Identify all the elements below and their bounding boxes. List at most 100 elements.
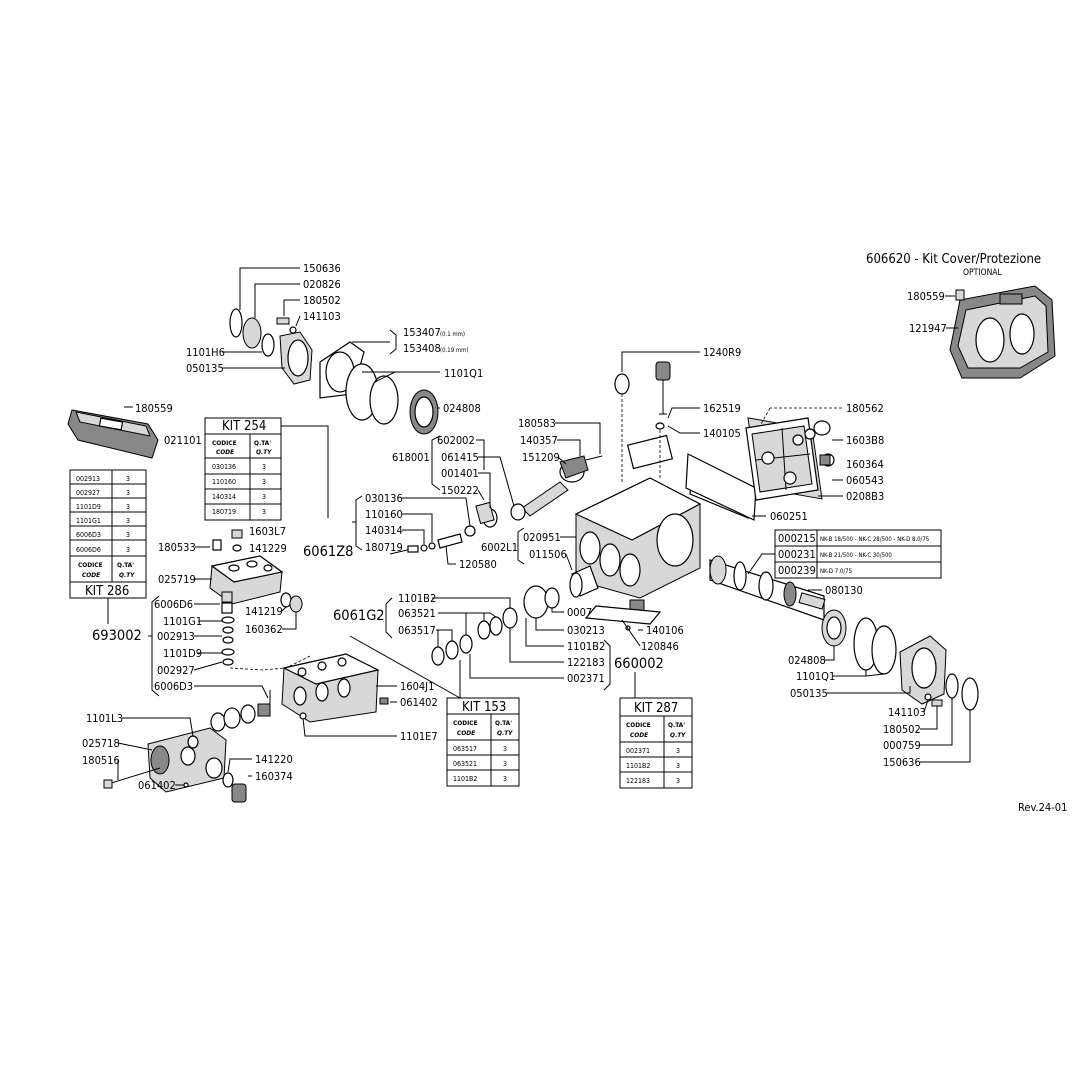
label-063517: 063517	[398, 624, 436, 637]
kit-254-title: KIT 254	[222, 419, 266, 434]
crankshaft	[709, 555, 847, 647]
label-061402-bottom: 061402	[138, 779, 176, 792]
label-141219: 141219	[245, 605, 283, 618]
kit-286-title: KIT 286	[85, 584, 129, 599]
label-618001: 618001	[392, 451, 430, 464]
label-001401: 001401	[441, 467, 479, 480]
label-180502-top: 180502	[303, 294, 341, 307]
kit-287-header-qty: Q.TA'	[668, 721, 685, 729]
kit-254-row-code: 180719	[212, 508, 236, 516]
kit-254-row-qty: 3	[262, 508, 266, 516]
pump-cover-drawing	[949, 285, 1056, 379]
shaft-desc: NK-D 7.0/75	[820, 568, 852, 575]
label-140357: 140357	[520, 434, 558, 447]
label-0208B3: 0208B3	[846, 490, 884, 503]
label-024808-top: 024808	[443, 402, 481, 415]
label-140106: 140106	[646, 624, 684, 637]
label-1101E7: 1101E7	[400, 730, 438, 743]
label-060543: 060543	[846, 474, 884, 487]
label-180516: 180516	[82, 754, 120, 767]
valve-seat-parts	[210, 703, 271, 732]
label-160362: 160362	[245, 623, 283, 636]
label-693002: 693002	[92, 628, 142, 644]
label-153408-note: (0.19 mm)	[440, 347, 468, 354]
label-141229: 141229	[249, 542, 287, 555]
kit-cover-title: 606620 - Kit Cover/Protezione	[866, 252, 1041, 267]
kit-286-row-qty: 3	[126, 475, 130, 483]
kit-254-header-qty2: Q.TY	[256, 448, 272, 456]
shaft-code: 000231	[778, 548, 816, 561]
label-1603B8: 1603B8	[846, 434, 884, 447]
kit-287-header-qty2: Q.TY	[670, 731, 686, 739]
label-180583: 180583	[518, 417, 556, 430]
kit-287-row-code: 1101B2	[626, 762, 650, 770]
label-000759: 000759	[883, 739, 921, 752]
kit-287-row-qty: 3	[676, 747, 680, 755]
label-160364: 160364	[846, 458, 884, 471]
label-150636-right: 150636	[883, 756, 921, 769]
kit-287-row-code: 002371	[626, 747, 650, 755]
revision-label: Rev.24-01	[1018, 801, 1067, 814]
kit-286-row-code: 6006D3	[76, 531, 101, 539]
label-153408: 153408	[403, 342, 441, 355]
kit-153-row-qty: 3	[503, 775, 507, 783]
label-1101B2-bottom: 1101B2	[567, 640, 605, 653]
label-025719: 025719	[158, 573, 196, 586]
kit-254-header-code2: CODE	[216, 448, 234, 456]
lifting-eye-bolt	[614, 373, 630, 395]
label-061415: 061415	[441, 451, 479, 464]
kit-153-row-code: 1101B2	[453, 775, 477, 783]
kit-286-row-code: 002913	[76, 475, 100, 483]
kit-254-row-qty: 3	[262, 463, 266, 471]
label-150636-top: 150636	[303, 262, 341, 275]
kit-153-title: KIT 153	[462, 700, 506, 715]
label-6061G2: 6061G2	[333, 608, 385, 624]
kit-286-row-qty: 3	[126, 517, 130, 525]
label-120580: 120580	[459, 558, 497, 571]
kit-287-table: KIT 287 CODICE CODE Q.TA' Q.TY 002371 3 …	[619, 697, 693, 789]
kit-286-row-code: 1101G1	[76, 517, 101, 525]
kit-286-row-code: 6006D6	[76, 546, 101, 554]
label-121947: 121947	[909, 322, 947, 335]
kit-153-row-qty: 3	[503, 760, 507, 768]
kit-254-row-code: 140314	[212, 493, 236, 501]
label-1101L3: 1101L3	[86, 712, 123, 725]
seal-group	[431, 585, 560, 666]
kit-cover-optional: OPTIONAL	[963, 268, 1003, 278]
kit-153-header-code: CODICE	[453, 719, 478, 727]
label-6002L1: 6002L1	[481, 541, 518, 554]
label-060251: 060251	[770, 510, 808, 523]
label-160374: 160374	[255, 770, 293, 783]
kit-153-header-code2: CODE	[457, 729, 475, 737]
shaft-variant-table: 000215 NK-B 18/500 - NK-C 28/500 - NK-D …	[774, 529, 942, 579]
label-1101Q1-right: 1101Q1	[796, 670, 835, 683]
plunger-group	[389, 525, 476, 555]
label-050135-top: 050135	[186, 362, 224, 375]
label-002927: 002927	[157, 664, 195, 677]
left-bearing-group	[229, 308, 439, 435]
kit-254-row-code: 030136	[212, 463, 236, 471]
label-122183: 122183	[567, 656, 605, 669]
label-025718: 025718	[82, 737, 120, 750]
label-020826: 020826	[303, 278, 341, 291]
kit-254-row-qty: 3	[262, 493, 266, 501]
kit-287-row-qty: 3	[676, 777, 680, 785]
kit-286-header-code2: CODE	[82, 571, 100, 579]
label-153407: 153407	[403, 326, 441, 339]
label-1604J1: 1604J1	[400, 680, 434, 693]
shaft-code: 000239	[778, 564, 816, 577]
label-180719: 180719	[365, 541, 403, 554]
label-153407-note: (0.1 mm)	[440, 331, 465, 338]
label-110160: 110160	[365, 508, 403, 521]
label-063521: 063521	[398, 607, 436, 620]
label-602002: 602002	[437, 434, 475, 447]
label-002913: 002913	[157, 630, 195, 643]
kit-286-row-qty: 3	[126, 546, 130, 554]
kit-153-row-qty: 3	[503, 745, 507, 753]
label-180533: 180533	[158, 541, 196, 554]
oil-dipstick	[655, 361, 671, 430]
label-1101B2-top: 1101B2	[398, 592, 436, 605]
shaft-code: 000215	[778, 532, 816, 545]
label-180559: 180559	[135, 402, 173, 415]
